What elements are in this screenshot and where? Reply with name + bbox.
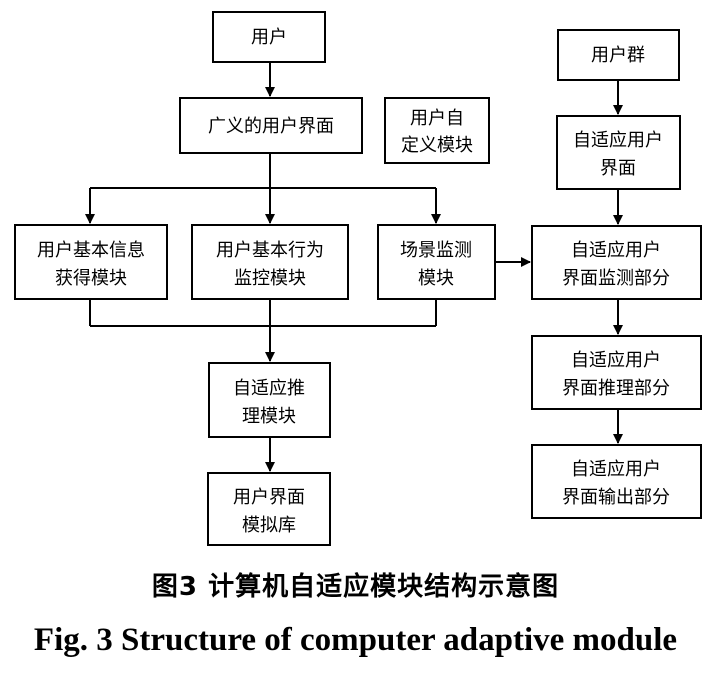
node-basic-behavior-module: 用户基本行为 监控模块 xyxy=(191,224,349,300)
node-user-custom-module: 用户自 定义模块 xyxy=(384,97,490,164)
node-basic-behavior-module-line2: 监控模块 xyxy=(234,268,306,289)
node-ui-simulation-lib-line1: 用户界面 xyxy=(233,487,305,508)
node-adaptive-ui-reasoning-line2: 界面推理部分 xyxy=(562,378,670,399)
node-user-label: 用户 xyxy=(251,27,287,48)
figure-caption-chinese: 图3 计算机自适应模块结构示意图 xyxy=(151,572,560,602)
node-ui-simulation-lib-line2: 模拟库 xyxy=(242,515,296,536)
node-generalized-ui: 广义的用户界面 xyxy=(179,97,363,154)
figure-caption-english: Fig. 3 Structure of computer adaptive mo… xyxy=(33,622,678,658)
node-basic-info-module-line2: 获得模块 xyxy=(55,268,127,289)
node-adaptive-ui-monitor: 自适应用户 界面监测部分 xyxy=(531,225,702,300)
node-user-group-label: 用户群 xyxy=(591,45,645,66)
node-user-custom-module-line2: 定义模块 xyxy=(401,135,473,156)
node-ui-simulation-lib: 用户界面 模拟库 xyxy=(207,472,331,546)
node-adaptive-ui: 自适应用户 界面 xyxy=(556,115,681,190)
node-adaptive-ui-output-line2: 界面输出部分 xyxy=(562,487,670,508)
node-basic-info-module-line1: 用户基本信息 xyxy=(37,240,145,261)
connectors xyxy=(85,62,623,472)
node-adaptive-ui-output-line1: 自适应用户 xyxy=(571,459,661,480)
node-scene-monitor-module-line1: 场景监测 xyxy=(400,240,472,261)
flowchart: 用户 广义的用户界面 用户自 定义模块 用户基本信息 获得模块 用户基本行为 监… xyxy=(14,11,702,546)
node-adaptive-ui-line1: 自适应用户 xyxy=(573,130,663,151)
node-generalized-ui-label: 广义的用户界面 xyxy=(208,116,334,137)
node-adaptive-ui-reasoning-line1: 自适应用户 xyxy=(571,350,661,371)
node-scene-monitor-module: 场景监测 模块 xyxy=(377,224,496,300)
node-adaptive-ui-line2: 界面 xyxy=(600,158,636,179)
node-user-custom-module-line1: 用户自 xyxy=(410,108,464,129)
node-adaptive-ui-output: 自适应用户 界面输出部分 xyxy=(531,444,702,519)
node-basic-info-module: 用户基本信息 获得模块 xyxy=(14,224,168,300)
node-adaptive-reasoning-module: 自适应推 理模块 xyxy=(208,362,331,438)
node-user-group: 用户群 xyxy=(557,29,680,81)
node-adaptive-ui-reasoning: 自适应用户 界面推理部分 xyxy=(531,335,702,410)
node-scene-monitor-module-line2: 模块 xyxy=(418,268,454,289)
node-adaptive-ui-monitor-line1: 自适应用户 xyxy=(571,240,661,261)
node-adaptive-ui-monitor-line2: 界面监测部分 xyxy=(562,268,670,289)
node-adaptive-reasoning-module-line2: 理模块 xyxy=(242,406,296,427)
node-user: 用户 xyxy=(212,11,326,63)
node-basic-behavior-module-line1: 用户基本行为 xyxy=(216,240,324,261)
node-adaptive-reasoning-module-line1: 自适应推 xyxy=(233,378,305,399)
